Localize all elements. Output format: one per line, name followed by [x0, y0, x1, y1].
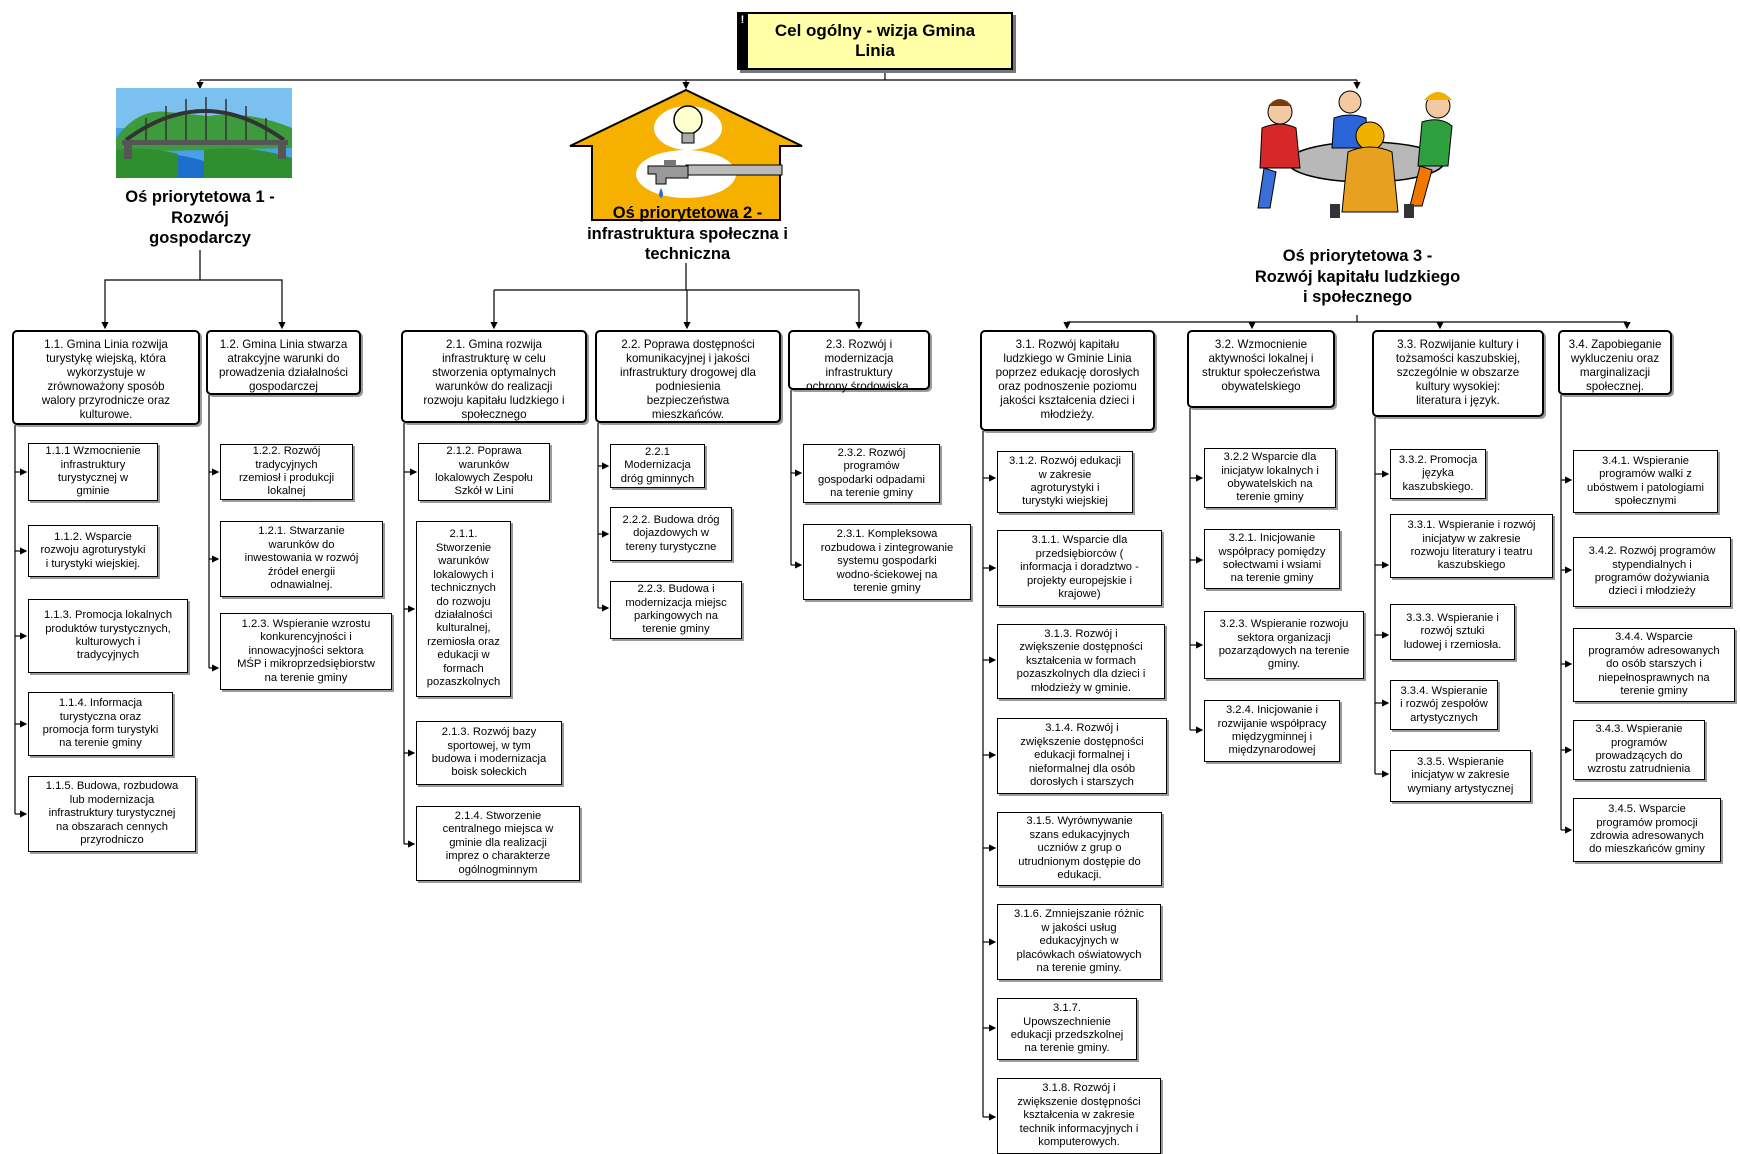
task-3-2-2-box[interactable]: 3.2.2 Wsparcie dla inicjatyw lokalnych i… [1204, 448, 1336, 508]
task-1-1-1-box[interactable]: 1.1.1 Wzmocnienie infrastruktury turysty… [28, 443, 158, 501]
task-2-2-2-box[interactable]: 2.2.2. Budowa dróg dojazdowych w tereny … [610, 507, 732, 561]
task-2-1-2-box[interactable]: 2.1.2. Poprawa warunków lokalowych Zespo… [418, 443, 550, 501]
task-3-1-2-box[interactable]: 3.1.2. Rozwój edukacji w zakresie agrotu… [997, 451, 1133, 513]
task-3-3-1-box[interactable]: 3.3.1. Wspieranie i rozwój inicjatyw w z… [1390, 514, 1553, 578]
task-3-1-4-box[interactable]: 3.1.4. Rozwój i zwiększenie dostępności … [997, 718, 1167, 794]
task-2-3-1-box[interactable]: 2.3.1. Kompleksowa rozbudowa i zintegrow… [803, 524, 971, 600]
task-3-2-3-box[interactable]: 3.2.3. Wspieranie rozwoju sektora organi… [1204, 611, 1364, 679]
task-1-1-3-box[interactable]: 1.1.3. Promocja lokalnych produktów tury… [28, 599, 188, 673]
task-3-3-5-box[interactable]: 3.3.5. Wspieranie inicjatyw w zakresie w… [1390, 750, 1531, 802]
task-3-4-4-box[interactable]: 3.4.4. Wsparcie programów adresowanych d… [1573, 628, 1735, 702]
task-1-2-1-box[interactable]: 1.2.1. Stwarzanie warunków do inwestowan… [220, 521, 383, 597]
goal-1-1-box[interactable]: 1.1. Gmina Linia rozwija turystykę wiejs… [12, 330, 200, 425]
people-at-table-illustration [1257, 90, 1453, 218]
goal-3-1-box[interactable]: 3.1. Rozwój kapitału ludzkiego w Gminie … [980, 330, 1155, 431]
task-1-1-5-box[interactable]: 1.1.5. Budowa, rozbudowa lub modernizacj… [28, 776, 196, 852]
axis-3-title[interactable]: Oś priorytetowa 3 - Rozwój kapitału ludz… [1254, 247, 1461, 307]
task-3-1-1-box[interactable]: 3.1.1. Wsparcie dla przedsiębiorców ( in… [997, 530, 1162, 606]
goal-3-2-box[interactable]: 3.2. Wzmocnienie aktywności lokalnej i s… [1187, 330, 1335, 408]
task-1-1-4-box[interactable]: 1.1.4. Informacja turystyczna oraz promo… [28, 692, 173, 756]
axis-1-title[interactable]: Oś priorytetowa 1 - Rozwój gospodarczy [125, 188, 275, 248]
task-3-2-1-box[interactable]: 3.2.1. Inicjowanie współpracy pomiędzy s… [1204, 529, 1340, 589]
task-3-1-8-box[interactable]: 3.1.8. Rozwój i zwiększenie dostępności … [997, 1078, 1161, 1154]
task-3-1-3-box[interactable]: 3.1.3. Rozwój i zwiększenie dostępności … [997, 624, 1165, 699]
task-2-1-4-box[interactable]: 2.1.4. Stworzenie centralnego miejsca w … [416, 806, 580, 881]
goal-2-2-box[interactable]: 2.2. Poprawa dostępności komunikacyjnej … [595, 330, 781, 423]
task-1-2-2-box[interactable]: 1.2.2. Rozwój tradycyjnych rzemiosł i pr… [220, 444, 353, 500]
task-3-4-5-box[interactable]: 3.4.5. Wsparcie programów promocji zdrow… [1573, 798, 1721, 862]
task-3-4-2-box[interactable]: 3.4.2. Rozwój programów stypendialnych i… [1573, 537, 1731, 607]
task-3-1-5-box[interactable]: 3.1.5. Wyrównywanie szans edukacyjnych u… [997, 812, 1162, 886]
bridge-illustration [116, 88, 292, 178]
root-goal-box[interactable]: Cel ogólny - wizja Gmina Linia [737, 12, 1013, 70]
goal-3-4-box[interactable]: 3.4. Zapobieganie wykluczeniu oraz margi… [1558, 330, 1672, 395]
house-lightbulb-faucet-illustration [569, 88, 803, 221]
task-1-1-2-box[interactable]: 1.1.2. Wsparcie rozwoju agroturystyki i … [28, 525, 158, 577]
task-3-1-6-box[interactable]: 3.1.6. Zmniejszanie różnic w jakości usł… [997, 904, 1161, 980]
task-3-4-1-box[interactable]: 3.4.1. Wspieranie programów walki z ubós… [1573, 450, 1718, 513]
goal-1-2-box[interactable]: 1.2. Gmina Linia stwarza atrakcyjne waru… [206, 330, 361, 395]
task-2-2-3-box[interactable]: 2.2.3. Budowa i modernizacja miejsc park… [610, 581, 742, 639]
task-3-4-3-box[interactable]: 3.4.3. Wspieranie programów prowadzących… [1573, 720, 1705, 780]
goal-2-3-box[interactable]: 2.3. Rozwój i modernizacja infrastruktur… [788, 330, 930, 393]
task-2-1-1-box[interactable]: 2.1.1. Stworzenie warunków lokalowych i … [416, 521, 511, 697]
task-2-1-3-box[interactable]: 2.1.3. Rozwój bazy sportowej, w tym budo… [416, 721, 562, 785]
task-3-3-4-box[interactable]: 3.3.4. Wspieranie i rozwój zespołów arty… [1390, 680, 1498, 730]
task-3-2-4-box[interactable]: 3.2.4. Inicjowanie i rozwijanie współpra… [1204, 700, 1340, 762]
task-2-2-1-box[interactable]: 2.2.1 Modernizacja dróg gminnych [610, 444, 705, 488]
task-3-1-7-box[interactable]: 3.1.7. Upowszechnienie edukacji przedszk… [997, 998, 1137, 1060]
root-flag-marker: ! [737, 12, 748, 70]
goal-3-3-box[interactable]: 3.3. Rozwijanie kultury i tożsamości kas… [1372, 330, 1544, 417]
task-3-3-3-box[interactable]: 3.3.3. Wspieranie i rozwój sztuki ludowe… [1390, 604, 1515, 660]
task-2-3-2-box[interactable]: 2.3.2. Rozwój programów gospodarki odpad… [803, 444, 940, 503]
task-3-3-2-box[interactable]: 3.3.2. Promocja języka kaszubskiego. [1390, 449, 1486, 499]
task-1-2-3-box[interactable]: 1.2.3. Wspieranie wzrostu konkurencyjnoś… [220, 613, 392, 690]
axis-2-title[interactable]: Oś priorytetowa 2 - infrastruktura społe… [587, 204, 788, 264]
goal-2-1-box[interactable]: 2.1. Gmina rozwija infrastrukturę w celu… [401, 330, 587, 423]
